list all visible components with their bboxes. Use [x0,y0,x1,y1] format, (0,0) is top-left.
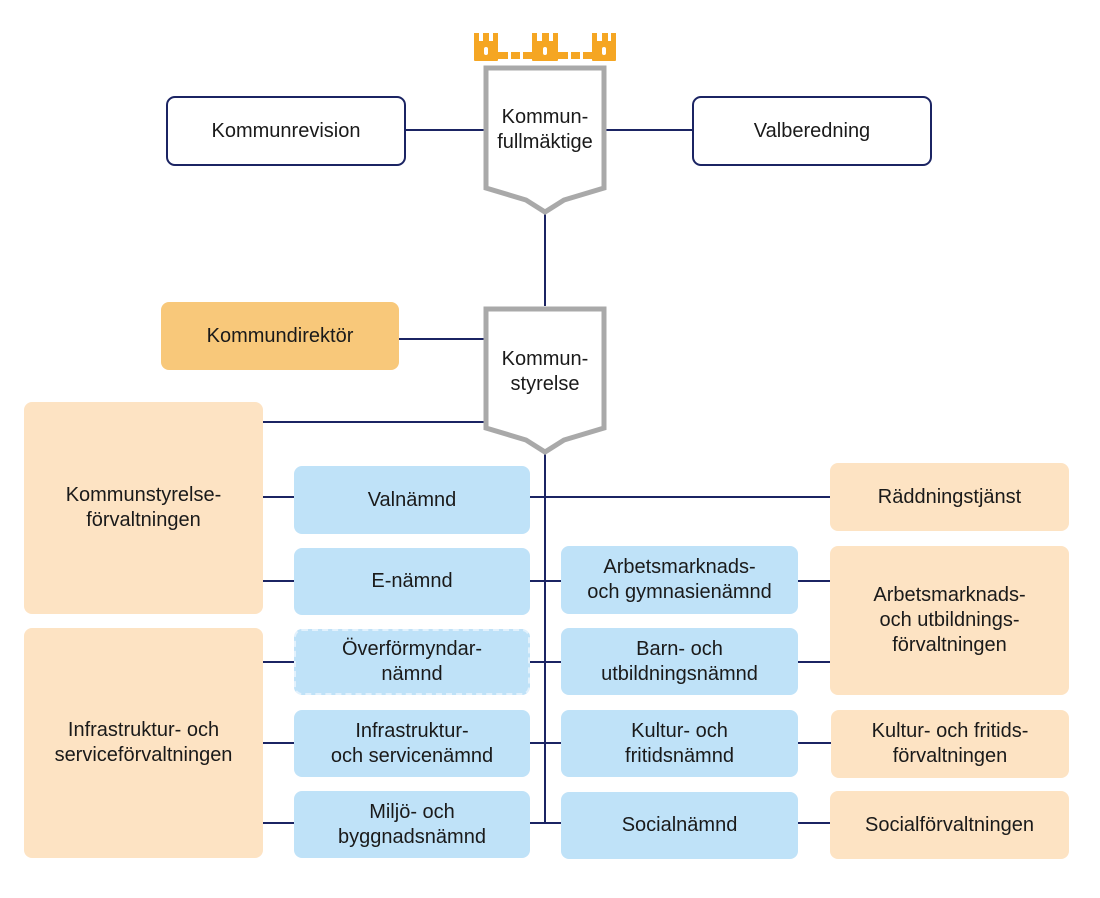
infrastruktur-forvaltningen-box: Infrastruktur- och serviceförvaltningen [24,628,263,858]
kultur-fritidsforvaltningen-box: Kultur- och fritids- förvaltningen [831,710,1069,778]
e-namnd-box: E-nämnd [294,548,530,615]
infrastruktur-servicenamnd-box: Infrastruktur- och servicenämnd [294,710,530,777]
raddningstjanst-box: Räddningstjänst [830,463,1069,531]
kommunstyrelse-shield [483,306,607,455]
kommundirektor-box: Kommundirektör [161,302,399,370]
valnamnd-box: Valnämnd [294,466,530,534]
arbetsmarknad-gymnasienamnd-box: Arbetsmarknads- och gymnasienämnd [561,546,798,614]
fullmaktige-shield [483,65,607,215]
socialnamnd-box: Socialnämnd [561,792,798,859]
valberedning-box: Valberedning [692,96,932,166]
arbetsmarknad-utbildningsforvaltningen-box: Arbetsmarknads- och utbildnings- förvalt… [830,546,1069,695]
kommunstyrelseforvaltningen-box: Kommunstyrelse- förvaltningen [24,402,263,614]
kommunstyrelse-label: Kommun- styrelse [501,348,589,395]
miljo-byggnadsnamnd-box: Miljö- och byggnadsnämnd [294,791,530,858]
kultur-fritidsnamnd-box: Kultur- och fritidsnämnd [561,710,798,777]
socialforvaltningen-box: Socialförvaltningen [830,791,1069,859]
kommunrevision-box: Kommunrevision [166,96,406,166]
kommunfullmaktige-label: Kommun- fullmäktige [497,106,593,153]
barn-utbildningsnamnd-box: Barn- och utbildningsnämnd [561,628,798,695]
overformyndarnamnd-box: Överförmyndar- nämnd [294,629,530,695]
